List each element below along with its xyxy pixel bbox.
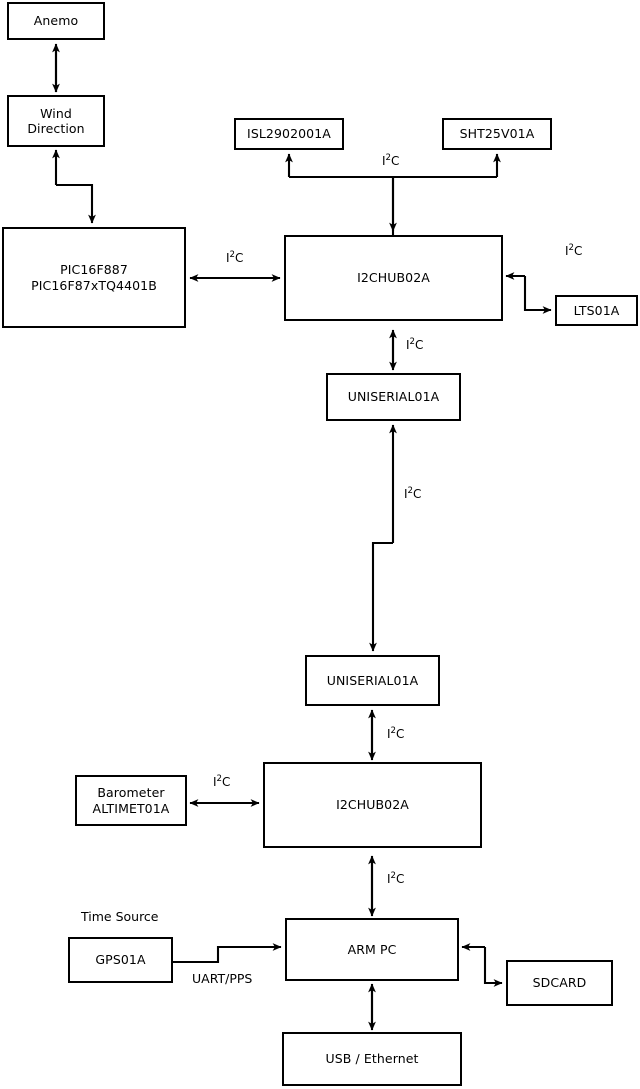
wire-label-i2c-hub-lts-tail: C [574, 244, 583, 258]
wire-label-i2c-hub-uniserial: I2C [406, 337, 424, 352]
wire-label-i2c-hub-lts-sup: 2 [568, 243, 575, 253]
node-uniserial01a-top-label: UNISERIAL01A [347, 389, 440, 405]
wire-label-i2c-barometer-hub-main: I [213, 775, 217, 789]
node-isl2902001a-label: ISL2902001A [247, 126, 331, 142]
connector-hub-to-lts [523, 276, 552, 314]
node-sht25v01a[interactable]: SHT25V01A [442, 118, 552, 150]
wire-label-i2c-hub-arm-sup: 2 [390, 871, 397, 881]
wire-label-i2c-hub-lts-main: I [565, 244, 569, 258]
wire-label-i2c-hub-arm-tail: C [396, 872, 405, 886]
connector-gps-to-arm [172, 943, 282, 964]
wire-label-i2c-sensor-bus-main: I [382, 154, 386, 168]
node-sdcard[interactable]: SDCARD [506, 960, 613, 1006]
node-lts01a[interactable]: LTS01A [555, 295, 638, 326]
connector-pic-to-wind [56, 183, 96, 224]
wire-label-i2c-hub-uniserial-sup: 2 [409, 337, 416, 347]
connector-uniserial-link-down [369, 541, 393, 652]
node-sht25v01a-label: SHT25V01A [459, 126, 535, 142]
node-arm-pc[interactable]: ARM PC [285, 918, 459, 981]
node-i2chub02a-bottom-label: I2CHUB02A [336, 797, 409, 813]
node-usb-ethernet-label: USB / Ethernet [325, 1051, 419, 1067]
wire-label-i2c-sensor-bus: I2C [382, 153, 400, 168]
node-anemo-label: Anemo [33, 13, 79, 29]
wire-label-i2c-pic-hub-main: I [226, 251, 230, 265]
node-lts01a-label: LTS01A [573, 302, 620, 318]
wire-label-i2c-pic-hub: I2C [226, 250, 244, 265]
wire-label-i2c-sensor-bus-sup: 2 [385, 153, 392, 163]
wire-label-i2c-uniserial-link-sup: 2 [407, 486, 414, 496]
wire-label-i2c-uniserial-link: I2C [404, 486, 422, 501]
node-pic-microcontroller-label: PIC16F887 PIC16F87xTQ4401B [31, 262, 157, 293]
label-uart-pps: UART/PPS [192, 971, 253, 986]
wire-label-i2c-uniserial-hub-bottom: I2C [387, 726, 405, 741]
wire-label-i2c-hub-uniserial-main: I [406, 338, 410, 352]
node-uniserial01a-bottom[interactable]: UNISERIAL01A [305, 655, 440, 706]
node-gps01a-label: GPS01A [95, 952, 146, 968]
node-wind-direction-label: Wind Direction [27, 105, 85, 136]
wire-label-i2c-barometer-hub: I2C [213, 774, 231, 789]
wire-label-i2c-hub-lts: I2C [565, 243, 583, 258]
node-uniserial01a-top[interactable]: UNISERIAL01A [326, 373, 461, 421]
wire-label-i2c-uniserial-link-tail: C [413, 487, 422, 501]
wire-label-i2c-sensor-bus-tail: C [391, 154, 400, 168]
wire-label-i2c-hub-arm: I2C [387, 871, 405, 886]
node-anemo[interactable]: Anemo [7, 2, 105, 40]
wire-label-i2c-uniserial-hub-bottom-tail: C [396, 727, 405, 741]
wire-label-i2c-barometer-hub-sup: 2 [216, 774, 223, 784]
wire-label-i2c-uniserial-hub-bottom-sup: 2 [390, 726, 397, 736]
node-isl2902001a[interactable]: ISL2902001A [234, 118, 344, 150]
connector-arm-to-sdcard [483, 947, 503, 987]
node-sdcard-label: SDCARD [532, 975, 587, 991]
wire-label-i2c-pic-hub-sup: 2 [229, 250, 236, 260]
wire-label-i2c-uniserial-hub-bottom-main: I [387, 727, 391, 741]
label-time-source: Time Source [81, 909, 159, 924]
node-wind-direction[interactable]: Wind Direction [7, 95, 105, 147]
node-i2chub02a-top[interactable]: I2CHUB02A [284, 235, 503, 321]
wire-label-i2c-uniserial-link-main: I [404, 487, 408, 501]
node-i2chub02a-top-label: I2CHUB02A [357, 270, 430, 286]
node-gps01a[interactable]: GPS01A [68, 937, 173, 983]
wire-label-i2c-hub-uniserial-tail: C [415, 338, 424, 352]
node-barometer[interactable]: Barometer ALTIMET01A [75, 775, 187, 826]
node-barometer-label: Barometer ALTIMET01A [92, 785, 170, 816]
wire-label-i2c-pic-hub-tail: C [235, 251, 244, 265]
node-arm-pc-label: ARM PC [347, 941, 397, 957]
node-i2chub02a-bottom[interactable]: I2CHUB02A [263, 762, 482, 848]
wire-label-i2c-hub-arm-main: I [387, 872, 391, 886]
node-usb-ethernet[interactable]: USB / Ethernet [282, 1032, 462, 1086]
node-pic-microcontroller[interactable]: PIC16F887 PIC16F87xTQ4401B [2, 227, 186, 328]
wire-label-i2c-barometer-hub-tail: C [222, 775, 231, 789]
node-uniserial01a-bottom-label: UNISERIAL01A [326, 672, 419, 688]
